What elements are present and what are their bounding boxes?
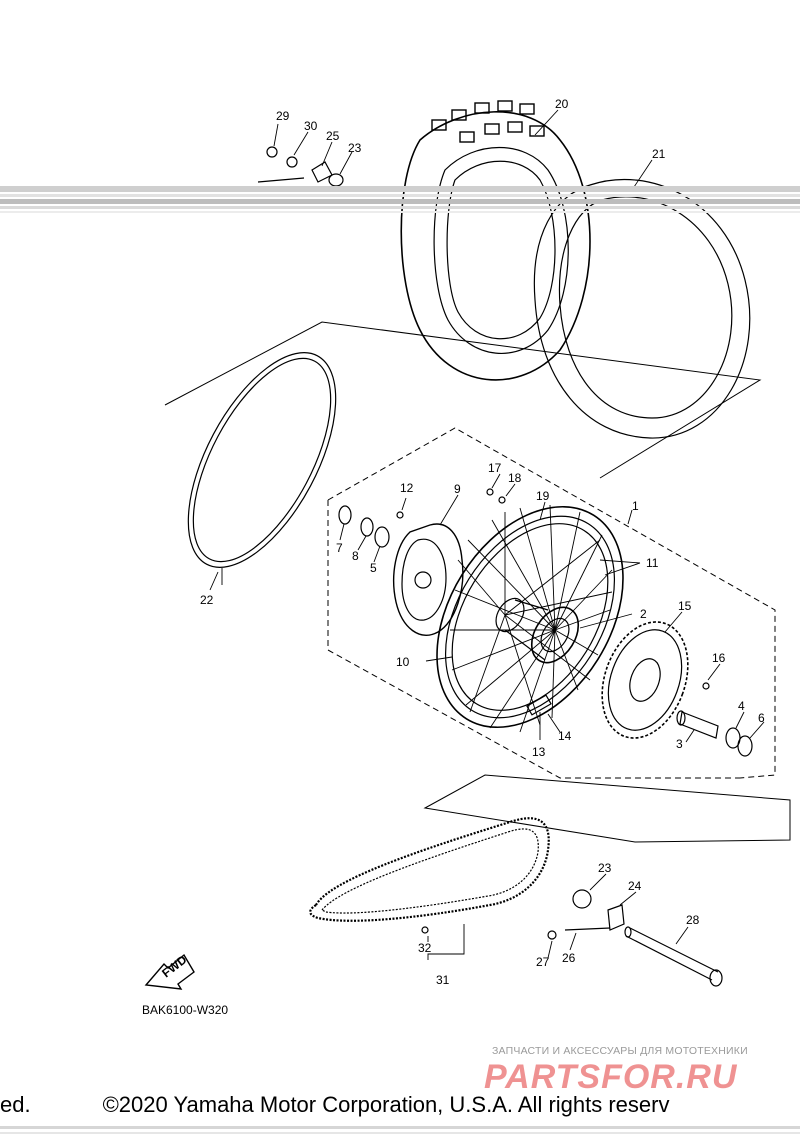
leader-lines (209, 109, 765, 960)
rear-axle (624, 926, 723, 987)
callout-28: 28 (686, 913, 700, 927)
fwd-arrow-icon (144, 953, 195, 990)
bolt-26 (564, 927, 611, 931)
wheel-hub (495, 597, 580, 664)
bolt-12 (396, 511, 404, 519)
callout-32: 32 (418, 941, 432, 955)
rim-tape (187, 352, 337, 568)
oil-seal-6 (737, 735, 753, 757)
callout-31: 31 (436, 973, 450, 987)
callout-3: 3 (676, 737, 683, 751)
bottom-noise (0, 1126, 800, 1134)
bolt-16 (702, 682, 710, 690)
callout-12: 12 (400, 481, 414, 495)
diagram-code: BAK6100-W320 (142, 1003, 229, 1017)
callout-17: 17 (488, 461, 502, 475)
balance-weight (526, 694, 552, 716)
collar-23-bottom (572, 889, 592, 909)
callout-4: 4 (738, 699, 745, 713)
callout-19: 19 (536, 489, 550, 503)
callout-6: 6 (758, 711, 765, 725)
circlip-8 (360, 517, 374, 537)
watermark-logo: PARTSFOR.RU (484, 1058, 738, 1094)
copyright-text: ©2020 Yamaha Motor Corporation, U.S.A. A… (102, 1092, 670, 1117)
rear-wheel (436, 504, 624, 733)
callout-18: 18 (508, 471, 522, 485)
callout-25: 25 (326, 129, 340, 143)
drive-chain (309, 817, 550, 922)
bearing-5 (374, 526, 390, 548)
tire (400, 100, 591, 381)
callout-5: 5 (370, 561, 377, 575)
callout-1: 1 (632, 499, 639, 513)
copyright-left-fragment: ed. (0, 1092, 31, 1117)
callout-2: 2 (640, 607, 647, 621)
chain-puller-24 (607, 904, 625, 931)
callout-30: 30 (304, 119, 318, 133)
inner-tube (533, 178, 751, 439)
callout-16: 16 (712, 651, 726, 665)
callout-10: 10 (396, 655, 410, 669)
tire-tread (431, 100, 545, 143)
assembly-outlines (164, 321, 791, 843)
axle-collar (676, 710, 719, 739)
nut-29 (266, 146, 278, 158)
callout-23-bottom: 23 (598, 861, 612, 875)
callout-14: 14 (558, 729, 572, 743)
wheel-spokes (450, 504, 613, 733)
nipple-18 (498, 496, 506, 504)
callout-8: 8 (352, 549, 359, 563)
nut-27 (547, 930, 557, 940)
callout-21: 21 (652, 147, 666, 161)
nipple-17 (486, 488, 494, 496)
callout-15: 15 (678, 599, 692, 613)
oil-seal-7 (338, 505, 352, 525)
callout-11: 11 (646, 556, 659, 570)
callout-26: 26 (562, 951, 576, 965)
callout-23-top: 23 (348, 141, 362, 155)
joint-32 (421, 926, 429, 934)
callout-22: 22 (200, 593, 214, 607)
callout-20: 20 (555, 97, 569, 111)
copyright-line: ed. ©2020 Yamaha Motor Corporation, U.S.A… (0, 1092, 800, 1118)
washer-30 (286, 156, 298, 168)
scan-noise-band (0, 186, 800, 213)
callout-29: 29 (276, 109, 290, 123)
brake-disc (393, 523, 464, 636)
callout-7: 7 (336, 541, 343, 555)
callout-13: 13 (532, 745, 546, 759)
callout-9: 9 (454, 482, 461, 496)
sprocket (601, 621, 689, 739)
callout-27: 27 (536, 955, 550, 969)
bolt-top (257, 177, 305, 183)
watermark-caption: ЗАПЧАСТИ И АКСЕССУАРЫ ДЛЯ МОТОТЕХНИКИ (492, 1045, 748, 1057)
callout-labels: 1 2 3 4 5 6 7 8 9 10 11 12 13 14 15 16 1… (200, 97, 765, 987)
watermark-logo-text: PARTSFOR.RU (484, 1058, 738, 1094)
callout-24: 24 (628, 879, 642, 893)
